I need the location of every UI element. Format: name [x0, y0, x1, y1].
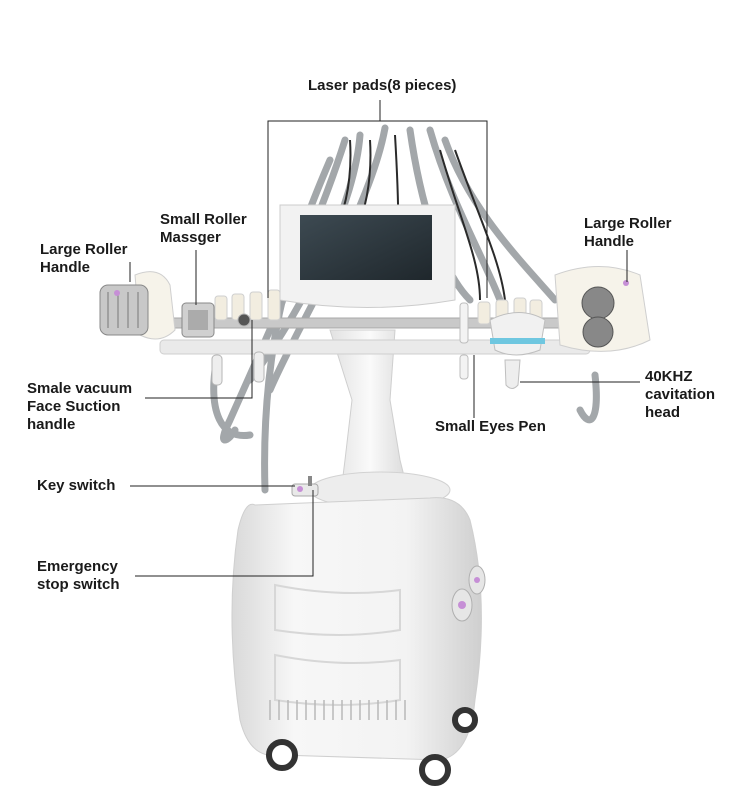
- label-large-roller-right-line2: Handle: [584, 233, 635, 250]
- label-cavitation-line3: head: [645, 404, 681, 421]
- leader-lines: [129, 100, 640, 577]
- label-laser-pads: Laser pads(8 pieces): [308, 77, 456, 95]
- label-smale-vacuum-line3: handle: [27, 416, 76, 433]
- label-small-eyes-pen-text: Small Eyes Pen: [435, 418, 546, 435]
- label-large-roller-left-line1: Large Roller: [40, 241, 128, 258]
- label-small-roller-line1: Small Roller: [160, 211, 247, 228]
- label-laser-pads-text: Laser pads(8 pieces): [308, 77, 457, 94]
- fan-icon: [451, 565, 486, 622]
- label-cavitation-line2: cavitation: [645, 386, 716, 403]
- key-switch-icon: [291, 476, 319, 497]
- large-roller-handle-left: [99, 271, 176, 340]
- label-emergency-line1: Emergency: [37, 558, 118, 575]
- label-smale-vacuum: Smale vacuum Face Suction handle: [27, 380, 132, 434]
- label-large-roller-right-line1: Large Roller: [584, 215, 672, 232]
- face-suction-handle: [211, 313, 265, 386]
- control-screen: [279, 204, 456, 308]
- label-large-roller-right: Large Roller Handle: [584, 215, 672, 251]
- label-cavitation: 40KHZ cavitation head: [645, 368, 715, 422]
- label-small-eyes-pen: Small Eyes Pen: [435, 418, 546, 436]
- large-roller-handle-right: [554, 266, 651, 352]
- label-large-roller-left-line2: Handle: [40, 259, 91, 276]
- vent-grille: [269, 700, 406, 720]
- label-emergency-line2: stop switch: [37, 576, 120, 593]
- label-key-switch-text: Key switch: [37, 477, 116, 494]
- label-small-roller-line2: Massger: [160, 229, 221, 246]
- caster-wheels: [266, 707, 478, 786]
- cavitation-head: [489, 312, 546, 389]
- label-smale-vacuum-line1: Smale vacuum: [27, 380, 133, 397]
- label-cavitation-line1: 40KHZ: [645, 368, 693, 385]
- label-key-switch: Key switch: [37, 477, 115, 495]
- machine-body: [231, 497, 482, 761]
- label-large-roller-left: Large Roller Handle: [40, 241, 128, 277]
- small-roller-massager: [181, 302, 215, 338]
- label-smale-vacuum-line2: Face Suction: [27, 398, 121, 415]
- small-eyes-pen: [459, 302, 469, 380]
- label-small-roller: Small Roller Massger: [160, 211, 247, 247]
- label-emergency: Emergency stop switch: [37, 558, 120, 594]
